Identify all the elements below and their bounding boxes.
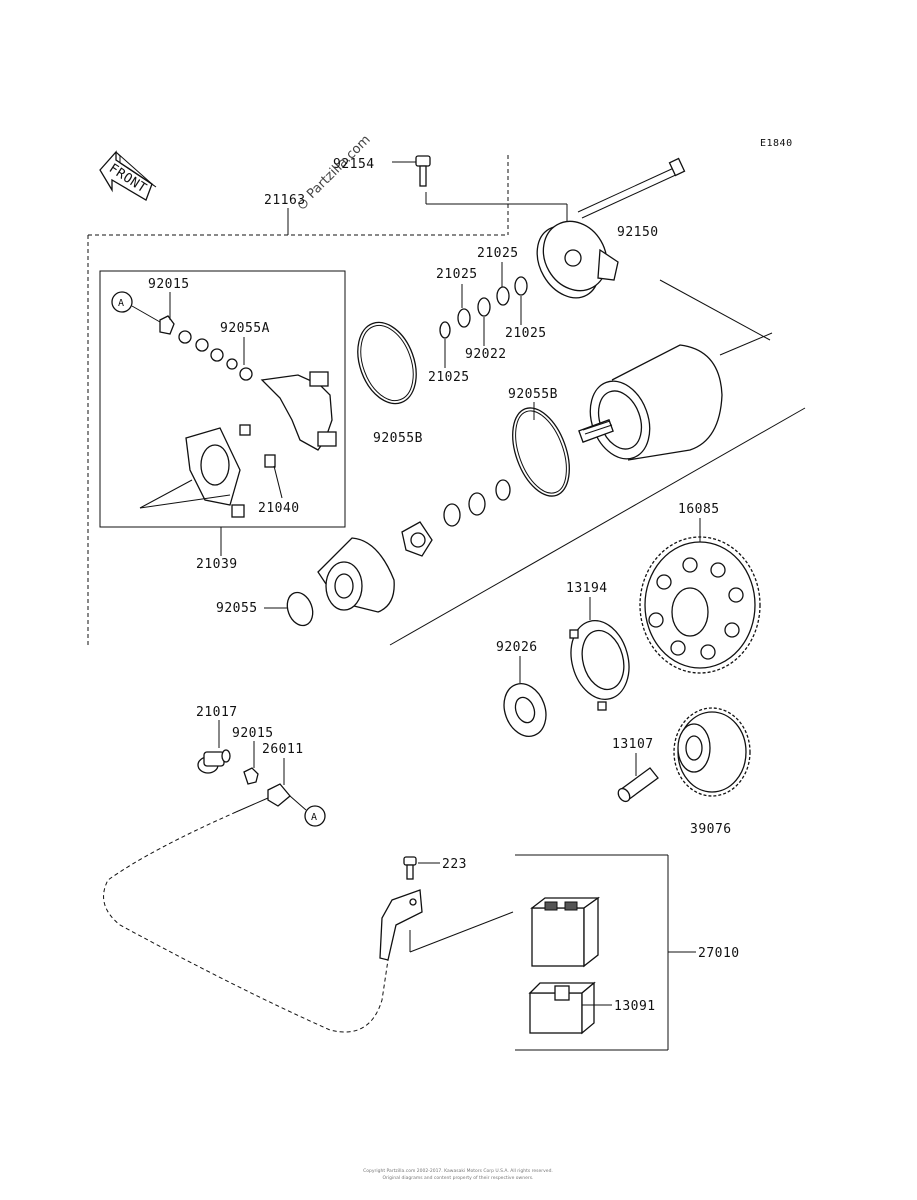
o-ring-left	[357, 321, 417, 405]
label-92022: 92022	[465, 347, 507, 362]
label-92150: 92150	[617, 225, 659, 240]
o-ring-92055	[286, 591, 314, 627]
brush-plate	[401, 521, 433, 557]
label-21025-b: 21025	[436, 267, 478, 282]
label-92055B-a: 92055B	[373, 431, 423, 446]
label-223: 223	[442, 857, 467, 872]
label-21025-c: 21025	[505, 326, 547, 341]
washer-92026	[503, 683, 547, 737]
label-92026: 92026	[496, 640, 538, 655]
screw-92154	[392, 155, 568, 222]
bracket-223	[379, 856, 423, 961]
brush-assembly: A	[111, 291, 337, 518]
label-92055A: 92055A	[220, 321, 270, 336]
rear-cover	[536, 220, 619, 299]
clutch-13194	[569, 620, 630, 711]
label-21039: 21039	[196, 557, 238, 572]
label-27010: 27010	[698, 946, 740, 961]
starter-switch	[197, 749, 291, 813]
callout-a-bottom-circle	[304, 805, 326, 827]
label-92055: 92055	[216, 601, 258, 616]
o-ring-right	[512, 407, 570, 497]
label-39076: 39076	[690, 822, 732, 837]
copyright-line-2: Original diagrams and content property o…	[383, 1175, 534, 1181]
label-13107: 13107	[612, 737, 654, 752]
label-21025-d: 21025	[428, 370, 470, 385]
front-arrow-icon: FRONT	[99, 150, 157, 201]
diagram-code: E1840	[760, 138, 793, 149]
brush-assembly-box	[99, 270, 346, 528]
washer-stack-bottom	[443, 479, 511, 527]
label-21025-a: 21025	[477, 246, 519, 261]
long-bolt	[577, 157, 686, 219]
lead-wire	[103, 811, 389, 1033]
label-21163: 21163	[264, 193, 306, 208]
relay-cover-13091	[528, 981, 596, 1035]
callout-a-top: A	[118, 298, 125, 309]
front-cover	[317, 537, 395, 613]
shaft-13107	[617, 767, 659, 803]
label-16085: 16085	[678, 502, 720, 517]
label-92015-b: 92015	[232, 726, 274, 741]
label-26011: 26011	[262, 742, 304, 757]
gear-39076	[673, 707, 751, 797]
boundary-lines	[87, 155, 806, 646]
label-13091: 13091	[614, 999, 656, 1014]
gear-16085	[639, 536, 761, 674]
label-92015-a: 92015	[148, 277, 190, 292]
label-13194: 13194	[566, 581, 608, 596]
starter-motor	[578, 344, 723, 461]
washer-stack-top	[439, 276, 528, 339]
relay-27010	[530, 896, 601, 968]
callout-a-bottom: A	[311, 812, 318, 823]
label-21017: 21017	[196, 705, 238, 720]
label-92055B-b: 92055B	[508, 387, 558, 402]
label-92154: 92154	[333, 157, 375, 172]
label-21040: 21040	[258, 501, 300, 516]
copyright-line-1: Copyright Partzilla.com 2002-2017. Kawas…	[363, 1168, 553, 1174]
